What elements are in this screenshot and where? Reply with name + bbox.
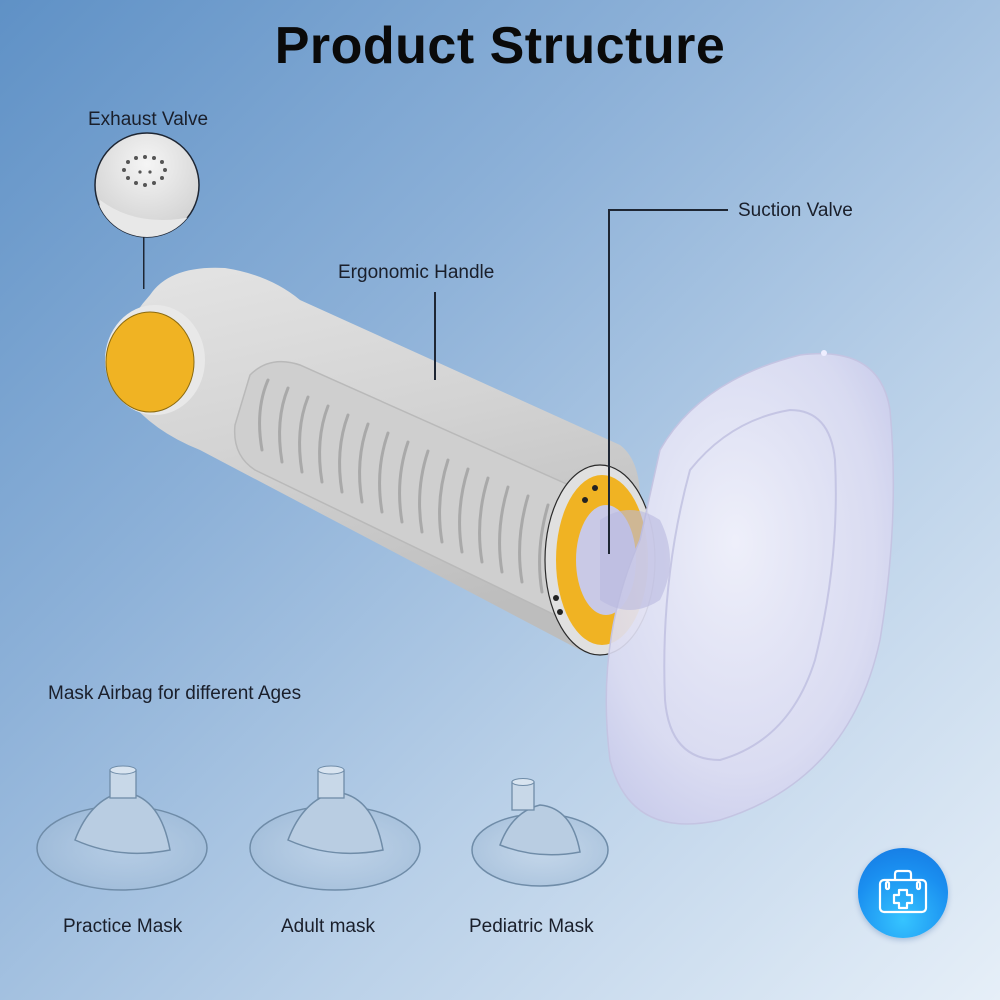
ergonomic-handle-leader-line [434,292,436,380]
ergonomic-handle [105,267,656,656]
ergonomic-handle-label: Ergonomic Handle [338,262,495,283]
exhaust-valve-label: Exhaust Valve [88,109,209,130]
practice-mask-label: Practice Mask [63,916,183,937]
pediatric-mask-label: Pediatric Mask [469,916,594,937]
page-title: Product Structure [274,17,726,75]
masks-section-heading: Mask Airbag for different Ages [48,683,302,704]
suction-valve-label: Suction Valve [738,200,853,221]
adult-mask-image [249,765,421,891]
first-aid-kit-icon [878,869,928,914]
exhaust-valve-closeup [94,132,200,238]
suction-valve-leader-line-h [608,209,728,211]
adult-mask-label: Adult mask [281,916,375,937]
mask-airbag [600,350,895,825]
medical-badge [858,848,948,938]
suction-valve-leader-line-v [608,209,610,554]
practice-mask-image [36,765,208,891]
pediatric-mask-image [471,778,609,887]
